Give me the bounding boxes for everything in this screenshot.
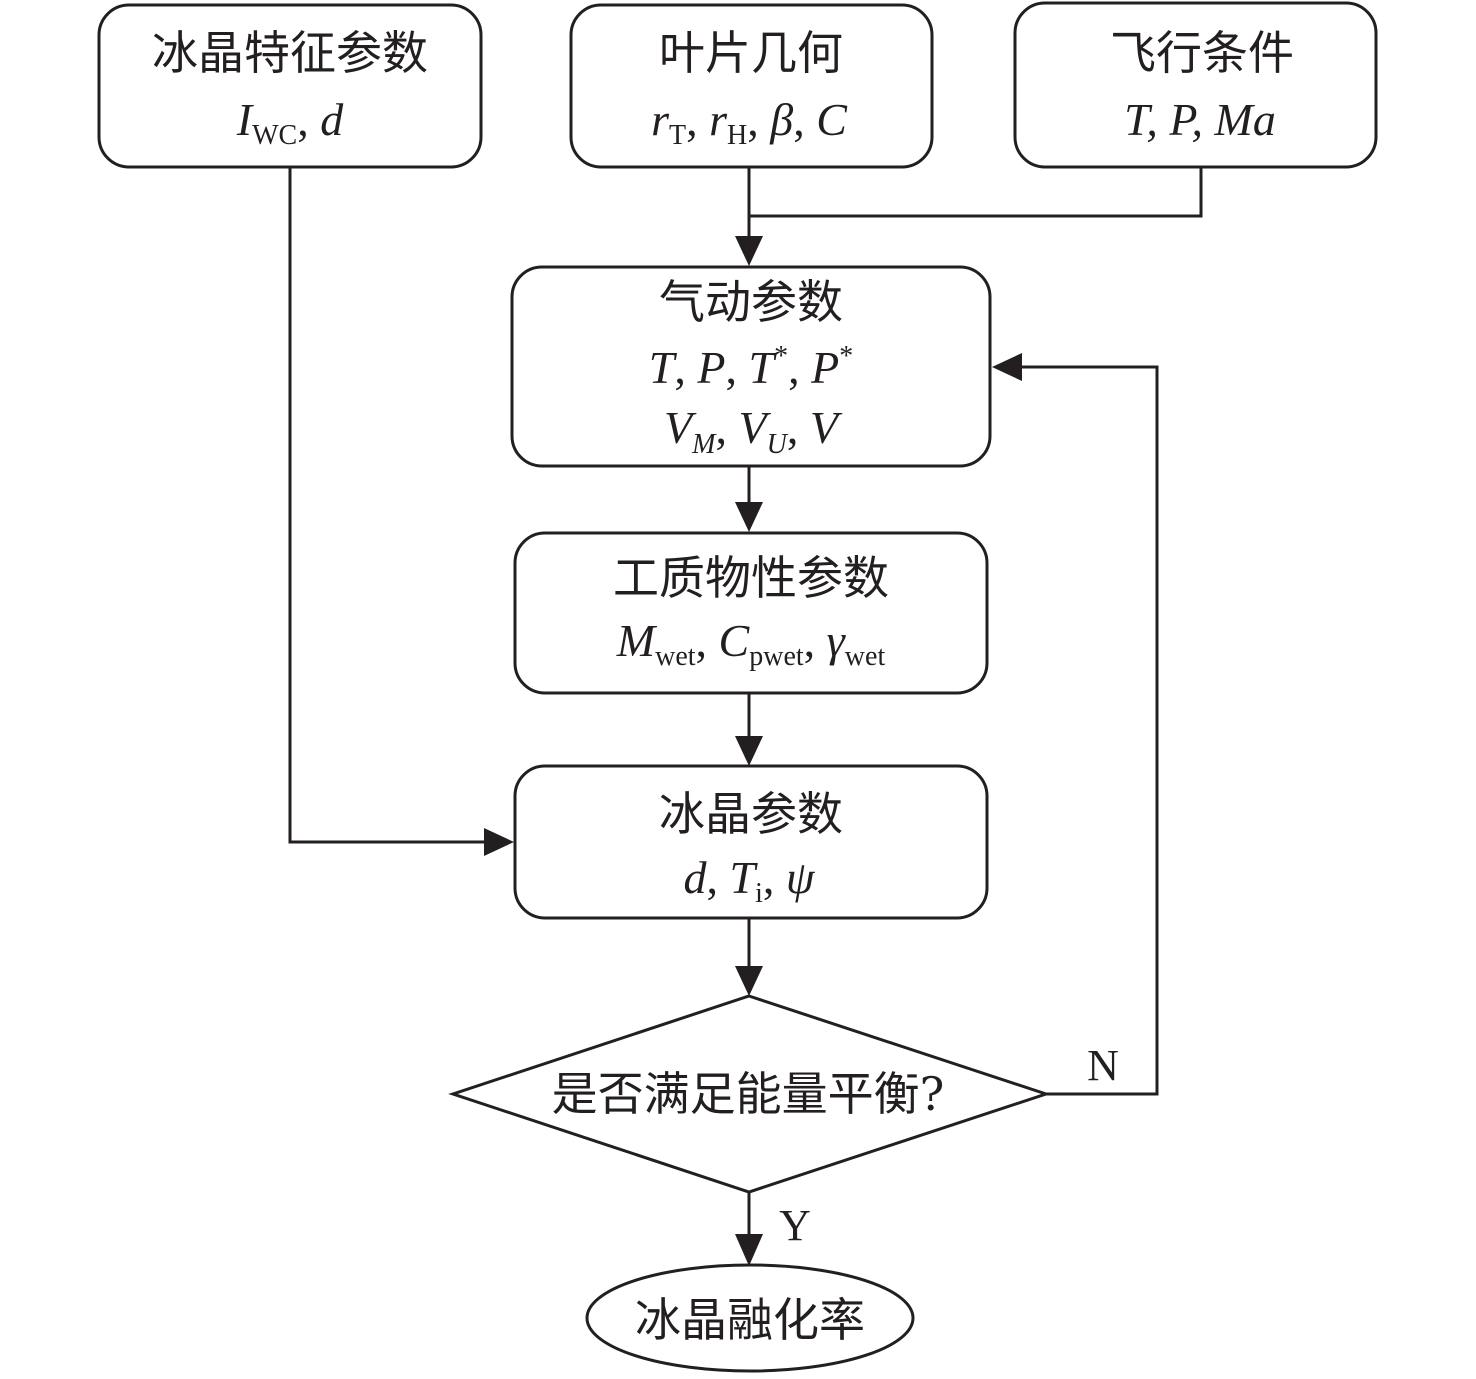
node-aero-params-line2: VM, VU, V xyxy=(664,402,843,460)
decision-yes-label: Y xyxy=(779,1201,811,1250)
node-ice-params: 冰晶参数 d, Ti, ψ xyxy=(513,764,989,920)
arrowhead-no-into-aero xyxy=(992,353,1022,381)
arrowhead-into-result xyxy=(735,1234,763,1266)
node-blade-geometry: 叶片几何 rT, rH, β, C xyxy=(569,3,934,169)
node-aero-params: 气动参数 T, P, T*, P* VM, VU, V xyxy=(510,265,992,468)
node-blade-geometry-title: 叶片几何 xyxy=(659,26,843,80)
connectors xyxy=(288,167,1203,1266)
arrowhead-into-ice xyxy=(735,736,763,766)
node-flight-conditions-vars: T, P, Ma xyxy=(1124,94,1276,145)
node-fluid-props: 工质物性参数 Mwet, Cpwet, γwet xyxy=(513,531,989,695)
decision-no-label: N xyxy=(1087,1041,1119,1090)
arrowhead-features-into-ice xyxy=(484,828,514,856)
node-ice-features: 冰晶特征参数 IWC, d xyxy=(97,3,483,169)
node-result-label: 冰晶融化率 xyxy=(635,1293,865,1347)
node-ice-params-vars: d, Ti, ψ xyxy=(684,852,816,909)
node-flight-conditions: 飞行条件 T, P, Ma xyxy=(1013,1,1378,169)
node-fluid-props-title: 工质物性参数 xyxy=(613,551,889,605)
arrowhead-into-aero xyxy=(735,236,763,266)
node-blade-geometry-vars: rT, rH, β, C xyxy=(651,94,848,151)
edge-features-to-ice xyxy=(288,167,490,844)
edge-flight-to-aero xyxy=(749,167,1203,218)
node-ice-params-title: 冰晶参数 xyxy=(659,787,843,841)
edge-decision-no-loop xyxy=(1018,365,1159,1096)
node-aero-params-line1: T, P, T*, P* xyxy=(649,341,853,393)
node-decision: 是否满足能量平衡? N Y xyxy=(448,994,1119,1250)
node-fluid-props-vars: Mwet, Cpwet, γwet xyxy=(616,615,886,672)
node-ice-features-vars: IWC, d xyxy=(236,94,344,151)
node-ice-features-title: 冰晶特征参数 xyxy=(152,26,428,80)
arrowhead-into-fluid xyxy=(735,502,763,532)
node-result: 冰晶融化率 xyxy=(585,1263,915,1373)
node-decision-label: 是否满足能量平衡? xyxy=(552,1067,945,1121)
node-flight-conditions-title: 飞行条件 xyxy=(1110,26,1294,80)
node-aero-params-title: 气动参数 xyxy=(659,275,843,329)
arrowhead-into-decision xyxy=(735,966,763,996)
